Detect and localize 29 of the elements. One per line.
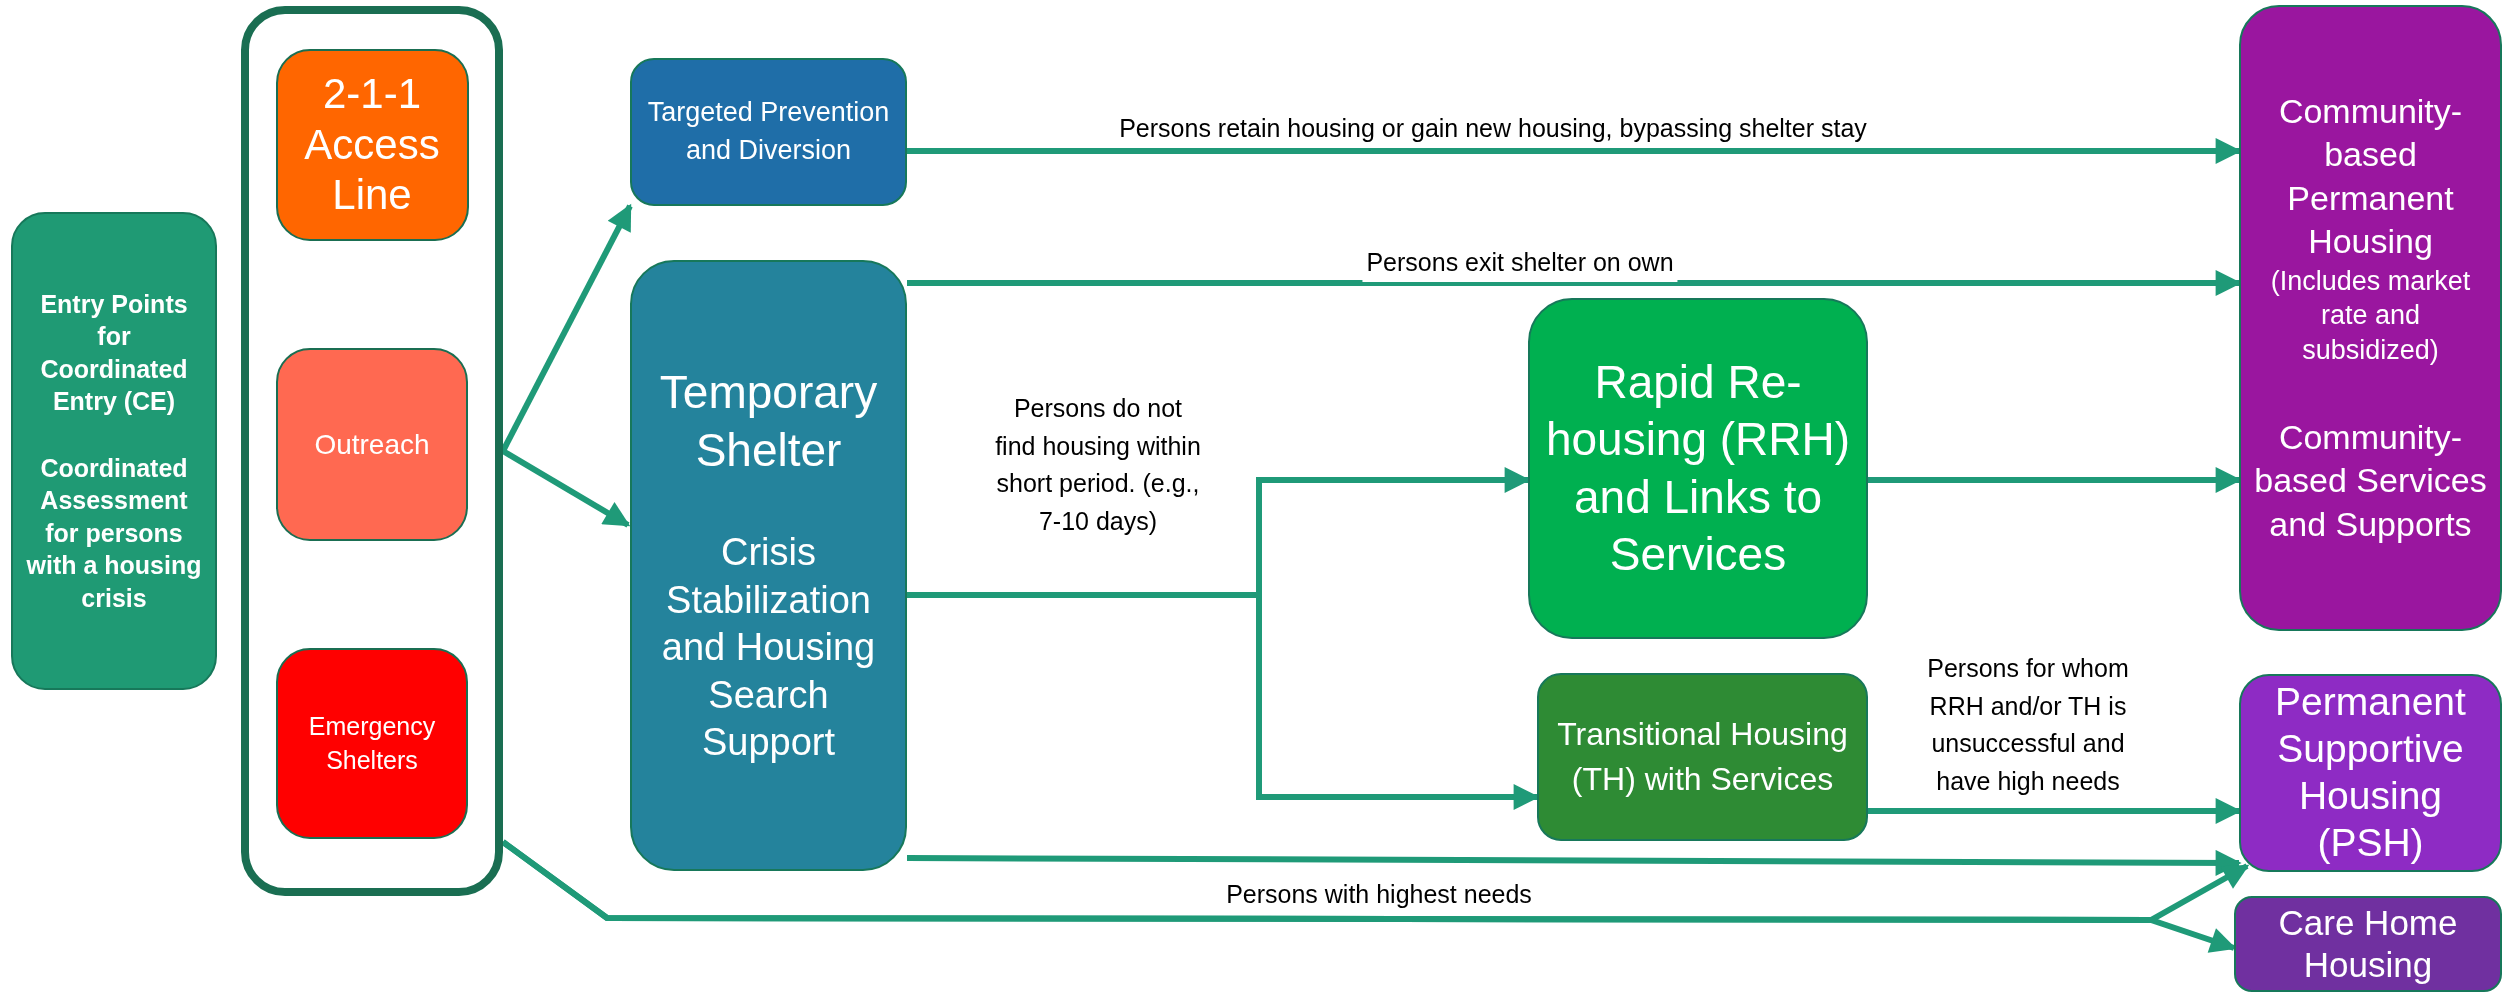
box-label: Entry Points for Coordinated Entry (CE) (39, 288, 189, 418)
box-label: Community-based Permanent Housing (2277, 90, 2464, 263)
process-box (276, 348, 468, 541)
outcome-box (2239, 674, 2502, 872)
outcome-box (2239, 5, 2502, 631)
box-label: Targeted Prevention and Diversion (646, 96, 891, 167)
process-box (275, 49, 469, 241)
box-label: (Includes market rate and subsidized) (2269, 264, 2472, 368)
box-label: 2-1-1 Access Line (303, 69, 441, 221)
process-box (1537, 673, 1868, 841)
entry-box (11, 212, 217, 690)
process-box (276, 648, 468, 839)
process-box (1528, 298, 1868, 639)
group-box (241, 6, 503, 896)
process-box (630, 260, 907, 871)
box-label: Rapid Re-housing (RRH) and Links to Services (1544, 354, 1852, 582)
box-label: Coordinated Assessment for persons with a housing crisis (25, 452, 203, 614)
arrow (501, 448, 631, 528)
box-label: Community-based Services and Supports (2253, 416, 2488, 545)
arrow (907, 849, 2242, 876)
box-label: Crisis Stabilization and Housing Search Support (660, 530, 877, 766)
box-label: Outreach (314, 427, 430, 462)
box-label: Permanent Supportive Housing (PSH) (2274, 679, 2467, 866)
box-label: Transitional Housing (TH) with Services (1556, 715, 1849, 799)
box-label: Temporary Shelter (658, 365, 879, 478)
process-box (630, 58, 907, 206)
box-label: Care Home Housing (2277, 902, 2459, 986)
box-label: Emergency Shelters (307, 710, 437, 776)
outcome-box (2234, 896, 2502, 992)
